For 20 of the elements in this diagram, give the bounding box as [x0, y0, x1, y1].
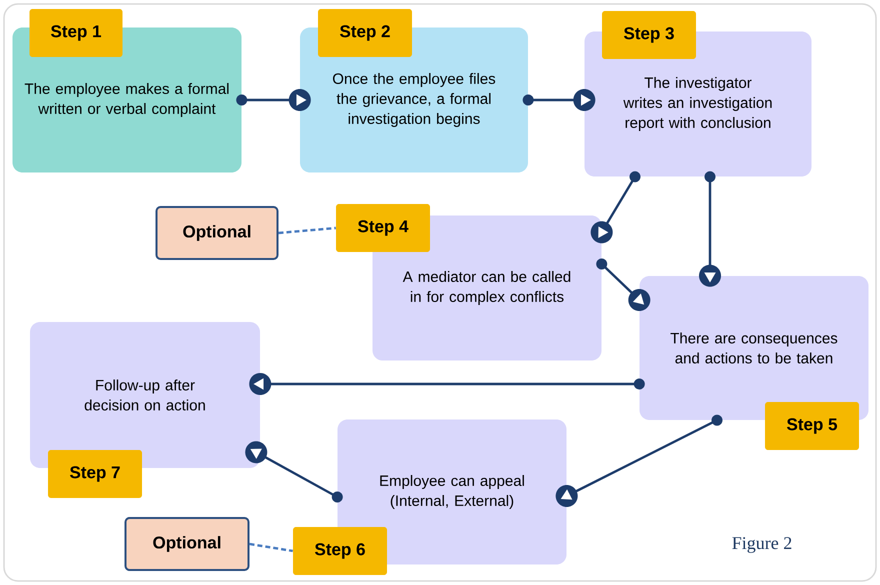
arrow — [590, 171, 640, 244]
step-badge: Step 5 — [765, 402, 859, 450]
connector-line — [278, 226, 336, 234]
step-badge: Step 3 — [602, 11, 696, 59]
step-badge: Step 1 — [30, 9, 122, 57]
step-badge: Step 4 — [336, 204, 430, 252]
optional-box: Optional — [124, 517, 250, 571]
optional-box: Optional — [156, 206, 278, 260]
arrow — [699, 171, 721, 287]
connector-line — [249, 542, 293, 552]
step-badge: Step 7 — [48, 450, 142, 498]
arrow — [245, 441, 343, 502]
arrow — [596, 258, 650, 311]
arrow — [556, 414, 722, 507]
step-badge: Step 6 — [293, 527, 387, 575]
figure-caption: Figure 2 — [732, 537, 792, 553]
arrow — [522, 89, 596, 111]
arrow — [249, 373, 645, 395]
arrow — [236, 89, 311, 111]
step-badge: Step 2 — [318, 9, 412, 57]
